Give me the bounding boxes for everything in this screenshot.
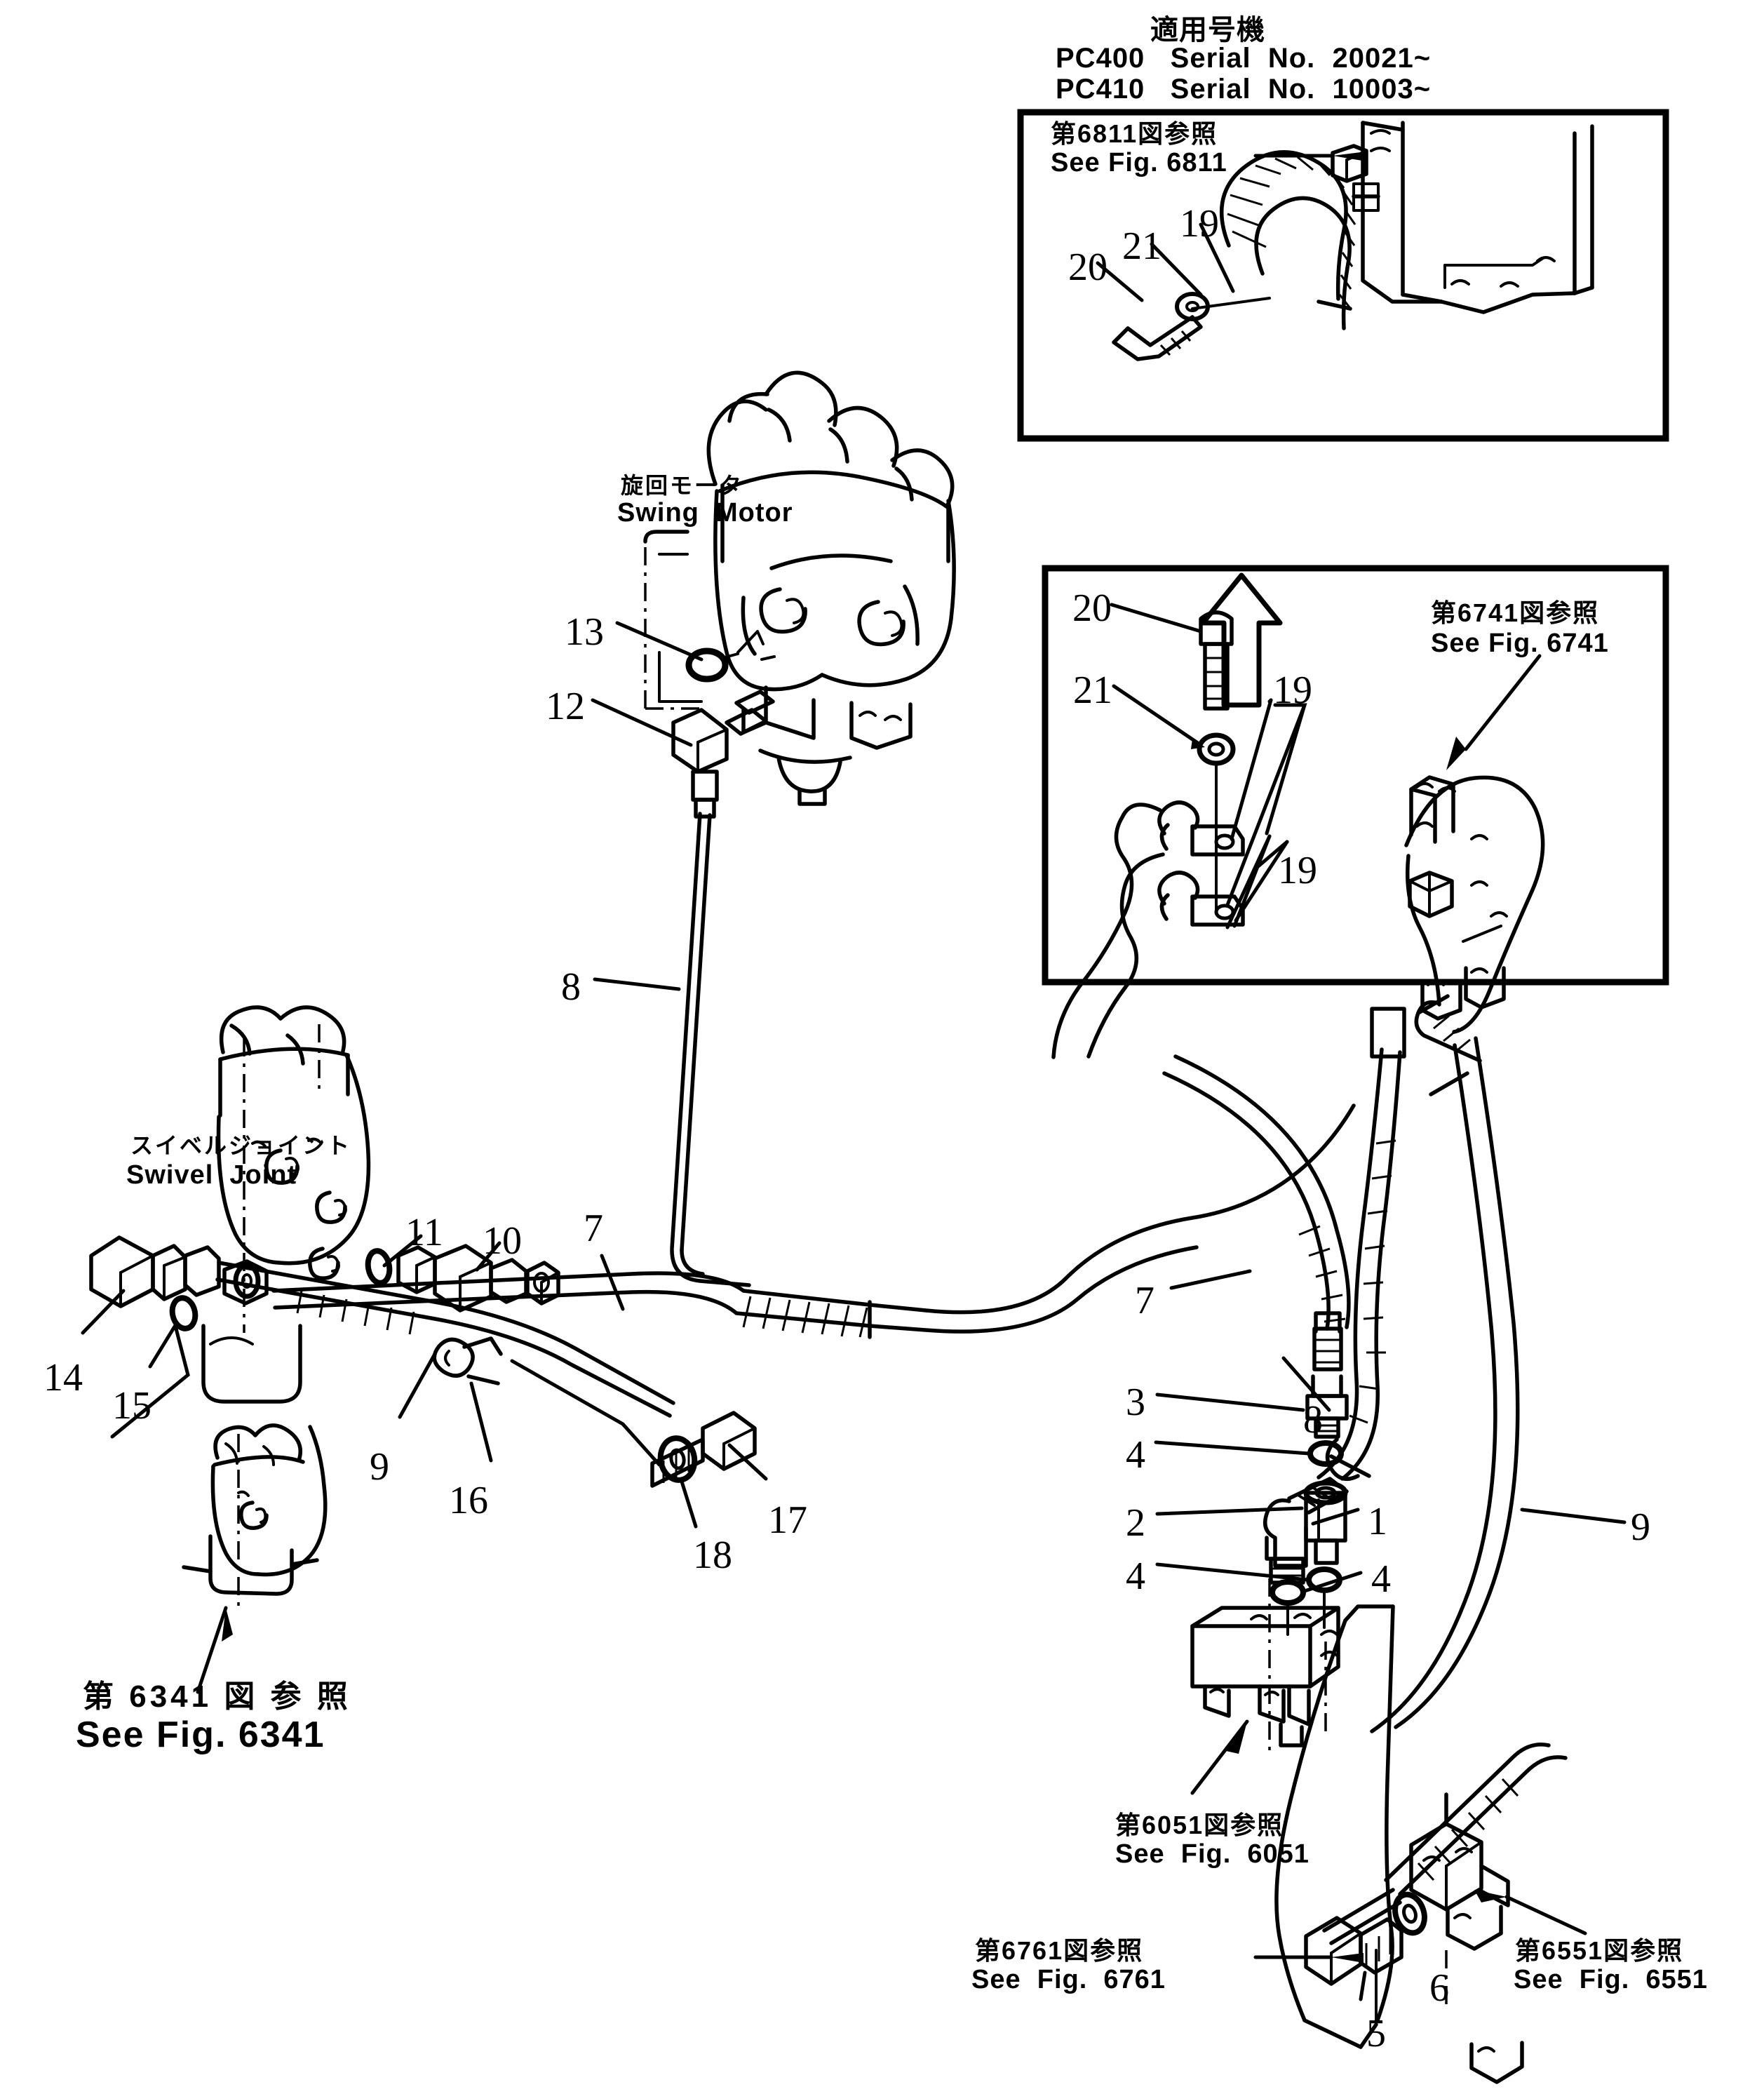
swing-motor-label-jp: 旋回モータ	[621, 473, 744, 498]
callout-number: 19	[1180, 202, 1219, 246]
callout-number: 20	[1068, 246, 1107, 289]
callout-number: 3	[1126, 1381, 1145, 1424]
callout-number: 21	[1073, 669, 1112, 712]
callout-number: 12	[546, 685, 585, 728]
ref-fig6341-jp: 第 6341 図 参 照	[83, 1679, 351, 1714]
callout-number: 15	[112, 1384, 152, 1428]
swing-motor-label-en: Swing Motor	[617, 498, 793, 528]
header-jp-title: 適用号機	[1150, 15, 1265, 46]
callout-number: 1	[1368, 1500, 1387, 1543]
callout-number: 5	[1366, 2012, 1386, 2055]
ref-fig6761-jp: 第6761図参照	[975, 1936, 1144, 1965]
callout-number: 2	[1126, 1501, 1145, 1545]
callout-number: 8	[561, 965, 581, 1009]
ref-fig6051-en: See Fig. 6051	[1115, 1839, 1309, 1869]
ref-fig6761-en: See Fig. 6761	[971, 1965, 1166, 1994]
callout-number: 7	[1135, 1279, 1154, 1322]
callout-number: 10	[483, 1219, 522, 1263]
callout-number: 7	[584, 1207, 603, 1250]
ref-fig6741-jp: 第6741図参照	[1431, 598, 1600, 627]
callout-number: 11	[405, 1211, 443, 1254]
callout-number: 6	[1429, 1966, 1449, 2010]
ref-fig6551-jp: 第6551図参照	[1515, 1936, 1684, 1965]
ref-fig6551-en: See Fig. 6551	[1514, 1965, 1708, 1994]
callout-number: 9	[370, 1445, 389, 1489]
header-model-line2: PC410 Serial No. 10003~	[1056, 74, 1432, 105]
callout-number: 16	[449, 1479, 488, 1522]
callout-number: 4	[1371, 1557, 1391, 1601]
ref-fig6811-en: See Fig. 6811	[1051, 148, 1227, 177]
callout-number: 21	[1122, 224, 1162, 268]
callout-number: 18	[693, 1533, 732, 1577]
swivel-joint-label-jp: スイベルジョイント	[130, 1133, 352, 1158]
callout-number: 20	[1072, 586, 1112, 630]
ref-fig6811-jp: 第6811図参照	[1051, 119, 1218, 148]
callout-number: 19	[1273, 669, 1312, 712]
callout-number: 9	[1631, 1505, 1650, 1549]
ref-fig6341-en: See Fig. 6341	[76, 1714, 325, 1755]
header-model-line1: PC400 Serial No. 20021~	[1056, 43, 1432, 74]
callout-number: 13	[565, 610, 604, 654]
callout-number: 17	[768, 1498, 807, 1542]
callout-number: 14	[43, 1356, 83, 1400]
callout-number: 19	[1278, 849, 1317, 892]
swivel-joint-label-en: Swivel Joint	[126, 1160, 297, 1190]
ref-fig6741-en: See Fig. 6741	[1431, 629, 1609, 658]
callout-number: 8	[1303, 1398, 1323, 1442]
callout-number: 4	[1126, 1555, 1145, 1598]
callout-number: 4	[1126, 1433, 1145, 1477]
ref-fig6051-jp: 第6051図参照	[1115, 1811, 1284, 1839]
